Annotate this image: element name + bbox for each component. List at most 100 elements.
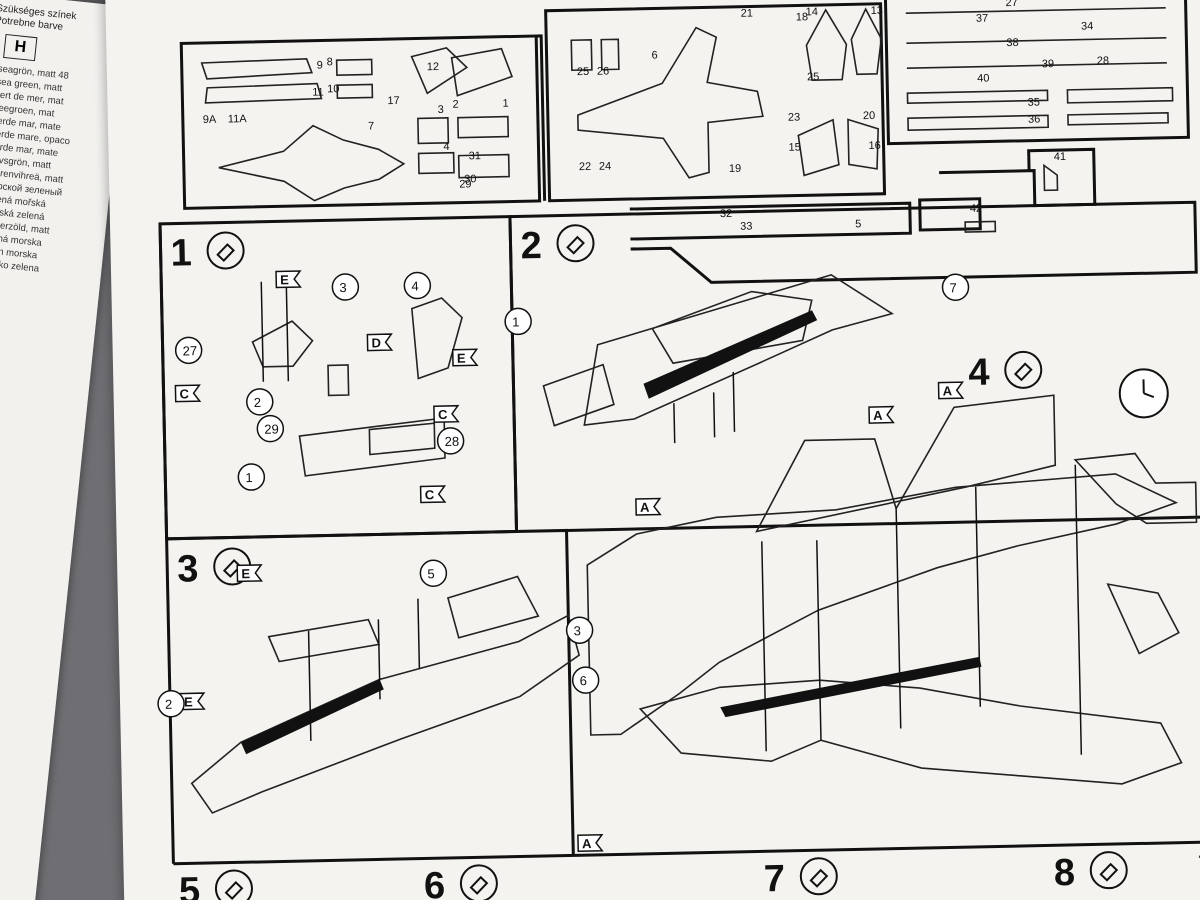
svg-text:29: 29 xyxy=(264,421,279,436)
part-callout: 6 xyxy=(571,666,600,694)
sprue-part-number: 3 xyxy=(438,104,444,116)
instruction-page: 03997 xyxy=(105,0,1200,900)
decal-flag: E xyxy=(275,270,302,289)
part-callout: 2 xyxy=(246,388,274,416)
step-number: 2 xyxy=(520,225,542,267)
svg-text:A: A xyxy=(873,408,883,423)
sprue-part-number: 7 xyxy=(368,120,374,132)
part-callout: 5 xyxy=(419,559,448,588)
sprue-part-number: 21 xyxy=(741,7,753,19)
part-callout: 1 xyxy=(237,463,266,491)
sprue-part-number: 11 xyxy=(312,86,324,98)
sprue-part-number: 15 xyxy=(788,141,800,153)
svg-text:3: 3 xyxy=(339,280,347,295)
part-callout: 2 xyxy=(157,690,185,718)
part-callout: 29 xyxy=(256,414,285,443)
decal-flag: C xyxy=(433,404,460,423)
svg-text:4: 4 xyxy=(411,278,419,293)
sprue-part-number: 25 xyxy=(807,71,819,83)
svg-text:C: C xyxy=(179,386,189,401)
sprue-part-number: 24 xyxy=(599,160,611,172)
sprue-part-number: 28 xyxy=(1097,55,1109,67)
glue-icon xyxy=(556,224,595,263)
svg-text:1: 1 xyxy=(245,470,253,485)
sprue-part-number: 4 xyxy=(443,141,449,153)
svg-text:E: E xyxy=(457,351,466,366)
glue-icon xyxy=(799,857,838,896)
svg-text:E: E xyxy=(184,694,193,709)
decal-flag: A xyxy=(577,833,604,853)
part-callout: 3 xyxy=(565,616,594,644)
sprue-part-number: 18 xyxy=(796,11,808,23)
sprue-part-number: 16 xyxy=(868,140,880,152)
glue-icon xyxy=(1089,851,1128,890)
part-callout: 27 xyxy=(174,336,203,365)
sprue-part-number: 13 xyxy=(871,5,883,17)
sprue-part-number: 41 xyxy=(1054,151,1066,163)
sprue-part-number: 32 xyxy=(720,208,732,220)
sprue-part-number: 11A xyxy=(228,113,248,125)
sprue-part-number: 8 xyxy=(327,56,333,68)
sprue-part-number: 40 xyxy=(977,73,989,85)
sprue-part-number: 30 xyxy=(464,173,476,185)
sprue-part-number: 9A xyxy=(203,114,217,126)
svg-text:3: 3 xyxy=(573,623,581,638)
decal-flag: A xyxy=(635,497,662,516)
glue-icon xyxy=(459,864,498,900)
svg-text:2: 2 xyxy=(254,395,262,410)
sprue-part-number: 1 xyxy=(502,98,508,110)
part-callout: 3 xyxy=(331,273,360,301)
step-number: 1 xyxy=(170,232,192,274)
clock-icon xyxy=(1118,368,1169,419)
decal-flag: A xyxy=(937,381,965,400)
step-number: 8 xyxy=(1053,852,1075,894)
svg-text:27: 27 xyxy=(183,343,198,358)
sprue-part-number: 17 xyxy=(387,95,399,107)
svg-text:28: 28 xyxy=(444,434,459,449)
svg-text:E: E xyxy=(280,272,289,287)
sprue-part-number: 35 xyxy=(1028,96,1040,108)
svg-text:1: 1 xyxy=(512,314,520,329)
svg-text:2: 2 xyxy=(165,697,173,712)
svg-text:E: E xyxy=(241,566,250,581)
sprue-part-number: 2 xyxy=(452,99,458,111)
step-number: 7 xyxy=(763,858,785,900)
sprue-part-number: 6 xyxy=(651,49,657,61)
glue-icon xyxy=(214,869,253,900)
svg-text:6: 6 xyxy=(580,673,588,688)
sprue-part-number: 29 xyxy=(459,178,471,190)
svg-text:A: A xyxy=(943,383,953,398)
part-callout: 4 xyxy=(403,271,432,300)
sprue-part-number: 31 xyxy=(469,150,481,162)
part-callout: 7 xyxy=(941,273,970,302)
decal-flag: C xyxy=(419,485,447,504)
corner-text: 40 xyxy=(1198,847,1200,864)
decal-flag: D xyxy=(366,333,394,352)
svg-text:A: A xyxy=(640,500,650,515)
sprue-part-number: 34 xyxy=(1081,20,1093,32)
svg-text:7: 7 xyxy=(949,280,957,295)
step-number: 6 xyxy=(424,865,446,900)
svg-text:A: A xyxy=(582,836,592,851)
decal-flag: C xyxy=(174,384,202,403)
part-callout: 1 xyxy=(504,307,532,336)
sprue-part-number: 36 xyxy=(1028,113,1040,125)
sprue-part-number: 25 xyxy=(577,66,589,78)
sprue-part-number: 33 xyxy=(740,220,752,232)
sprue-part-number: 10 xyxy=(327,83,339,95)
sprue-part-number: 20 xyxy=(863,110,875,122)
decal-flag: E xyxy=(451,348,479,367)
color-letter-box: H xyxy=(3,33,38,62)
glue-icon xyxy=(206,231,245,270)
svg-text:C: C xyxy=(438,407,448,422)
step-number: 4 xyxy=(968,352,990,394)
sprue-part-number: 39 xyxy=(1042,58,1054,70)
part-callout: 28 xyxy=(436,427,465,455)
svg-text:5: 5 xyxy=(427,566,435,581)
sprue-part-number: 5 xyxy=(855,218,861,230)
step-number: 3 xyxy=(177,548,199,590)
sprue-part-number: 23 xyxy=(788,111,800,123)
step-number: 5 xyxy=(179,870,201,900)
sprue-part-number: 9 xyxy=(317,59,323,71)
